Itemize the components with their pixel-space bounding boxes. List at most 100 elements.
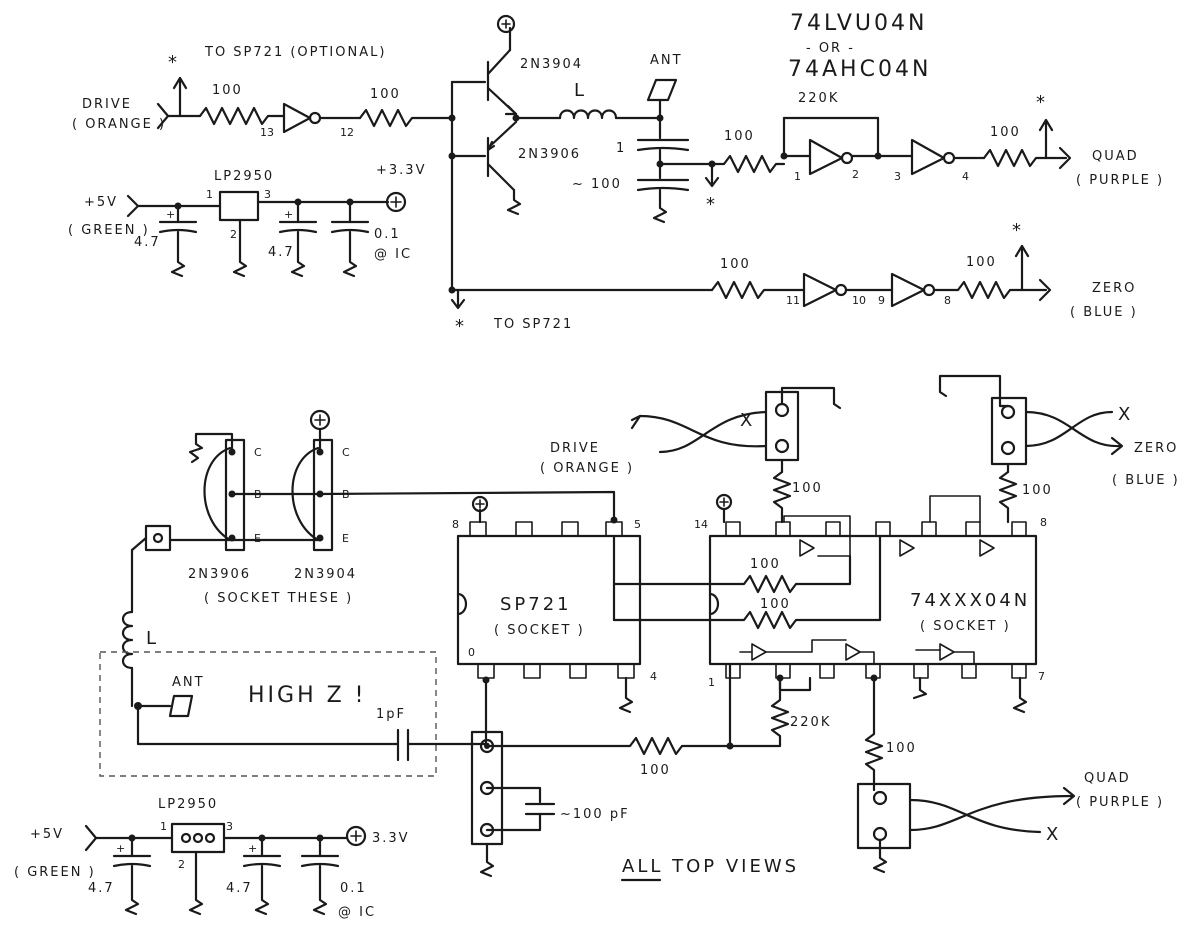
inductor-label: L xyxy=(574,80,587,101)
star-mark-sp721: * xyxy=(455,316,467,337)
q1-name: 2N3906 xyxy=(188,567,251,582)
drive-color: ( ORANGE ) xyxy=(72,117,166,132)
drive-color-bottom: ( ORANGE ) xyxy=(540,461,634,476)
resistor-100-drive xyxy=(772,470,792,524)
to-sp721-optional: TO SP721 (OPTIONAL) xyxy=(204,45,386,60)
q1-pin-c: C xyxy=(254,446,262,459)
q2-pin-c: C xyxy=(342,446,350,459)
sp721-pin-8: 8 xyxy=(452,518,459,531)
svg-text:+: + xyxy=(116,842,125,855)
svg-text:+: + xyxy=(248,842,257,855)
resistor-100-f-label: 100 xyxy=(966,255,997,270)
resistor-220k-bottom-label: 220K xyxy=(790,715,831,730)
sp721-pin-5: 5 xyxy=(634,518,641,531)
drive-x-mark: X xyxy=(740,410,755,431)
zero-color: ( BLUE ) xyxy=(1070,305,1138,320)
cap-1-label: 1 xyxy=(616,141,626,156)
socket-2n3904 xyxy=(291,446,320,542)
q-upper-label: 2N3904 xyxy=(520,57,583,72)
ic-pin-8: 8 xyxy=(1040,516,1047,529)
zero-label: ZERO xyxy=(1092,281,1136,296)
svg-text:+: + xyxy=(284,208,293,221)
all-top-views-note: ALL TOP VIEWS xyxy=(622,856,799,877)
ic-or: - OR - xyxy=(806,41,855,56)
cap-0-1-bottom-at: @ IC xyxy=(338,905,376,920)
resistor-100-a xyxy=(198,106,286,126)
resistor-100-a-label: 100 xyxy=(212,83,243,98)
quad-x-mark: X xyxy=(1046,824,1061,845)
reg-pin-2-top: 2 xyxy=(230,228,237,241)
resistor-100-d xyxy=(982,148,1068,168)
inductor-l xyxy=(558,109,618,120)
q2-name: 2N3904 xyxy=(294,567,357,582)
pin-13: 13 xyxy=(260,126,274,139)
q1-pin-e: E xyxy=(254,532,261,545)
pin-11: 11 xyxy=(786,294,800,307)
svg-text:+: + xyxy=(166,208,175,221)
ic-socket-bottom: ( SOCKET ) xyxy=(920,619,1011,634)
resistor-100-zero-label: 100 xyxy=(1022,483,1053,498)
resistor-100-e xyxy=(710,280,806,300)
quad-header xyxy=(856,782,912,850)
socket-2n3906 xyxy=(203,446,232,542)
to-sp721: TO SP721 xyxy=(493,317,573,332)
antenna-top xyxy=(646,78,678,102)
q2-pin-e: E xyxy=(342,532,349,545)
resistor-100-low xyxy=(485,736,732,756)
antenna-label: ANT xyxy=(650,53,683,68)
cap-0-1-label: 0.1 xyxy=(374,227,401,242)
resistor-100-quad-label: 100 xyxy=(886,741,917,756)
supply-3v3-top: +3.3V xyxy=(376,163,426,178)
supply-3v3-bottom: 3.3V xyxy=(372,831,410,846)
regulator-lp2950-bottom xyxy=(170,822,226,854)
regulator-label-bottom: LP2950 xyxy=(158,797,218,812)
inductor-label-bottom: L xyxy=(146,628,159,649)
sp721-pin-4: 4 xyxy=(650,670,657,683)
resistor-100-quad xyxy=(864,676,884,792)
ic-alt-name: 74AHC04N xyxy=(788,57,931,82)
resistor-100-drive-label: 100 xyxy=(792,481,823,496)
regulator-label-top: LP2950 xyxy=(214,169,274,184)
pin-1: 1 xyxy=(794,170,801,183)
inverter-13-12 xyxy=(282,102,312,134)
cap-100-label: ~ 100 xyxy=(572,177,622,192)
resistor-220k-label: 220K xyxy=(798,91,839,106)
resistor-100-e-label: 100 xyxy=(720,257,751,272)
reg-pin-3-top: 3 xyxy=(264,188,271,201)
supply-5v-color-top: ( GREEN ) xyxy=(68,223,150,238)
cap-4-7-bottom-b-label: 4.7 xyxy=(226,881,253,896)
inverter-3-4 xyxy=(910,138,946,176)
pin-2: 2 xyxy=(852,168,859,181)
inverter-9-8 xyxy=(890,272,926,308)
quad-color: ( PURPLE ) xyxy=(1076,173,1164,188)
regulator-lp2950-top xyxy=(218,190,260,222)
star-mark-optional: * xyxy=(168,52,180,73)
zero-x-mark: X xyxy=(1118,404,1133,425)
reg-pin-1-top: 1 xyxy=(206,188,213,201)
resistor-100-mid2-label: 100 xyxy=(760,597,791,612)
pin-8: 8 xyxy=(944,294,951,307)
pin-9: 9 xyxy=(878,294,885,307)
pin-10: 10 xyxy=(852,294,866,307)
bottom-layout: C B E C B E 2N3906 2N3904 ( SOCKET THESE… xyxy=(14,374,1178,920)
resistor-100-d-label: 100 xyxy=(990,125,1021,140)
quad-color-bottom: ( PURPLE ) xyxy=(1076,795,1164,810)
resistor-100-low-label: 100 xyxy=(640,763,671,778)
reg-pin-3-bottom: 3 xyxy=(226,820,233,833)
supply-5v-bottom: +5V xyxy=(30,827,64,842)
ic-pin-14: 14 xyxy=(694,518,708,531)
top-schematic: DRIVE ( ORANGE ) * TO SP721 (OPTIONAL) 1… xyxy=(68,11,1164,337)
resistor-100-b xyxy=(358,108,454,128)
resistor-220k-bottom xyxy=(728,676,790,748)
resistor-100-c xyxy=(710,154,786,174)
ic-sp721 xyxy=(456,534,642,666)
sp721-name: SP721 xyxy=(500,594,572,615)
high-z-label: HIGH Z ! xyxy=(248,683,367,708)
pin-12: 12 xyxy=(340,126,354,139)
sp721-socket: ( SOCKET ) xyxy=(494,623,585,638)
supply-plus-bottom xyxy=(309,409,331,431)
cap-4-7-b-label: 4.7 xyxy=(268,245,295,260)
supply-3v3-node-top xyxy=(385,191,407,213)
emitter-pad xyxy=(144,524,172,552)
